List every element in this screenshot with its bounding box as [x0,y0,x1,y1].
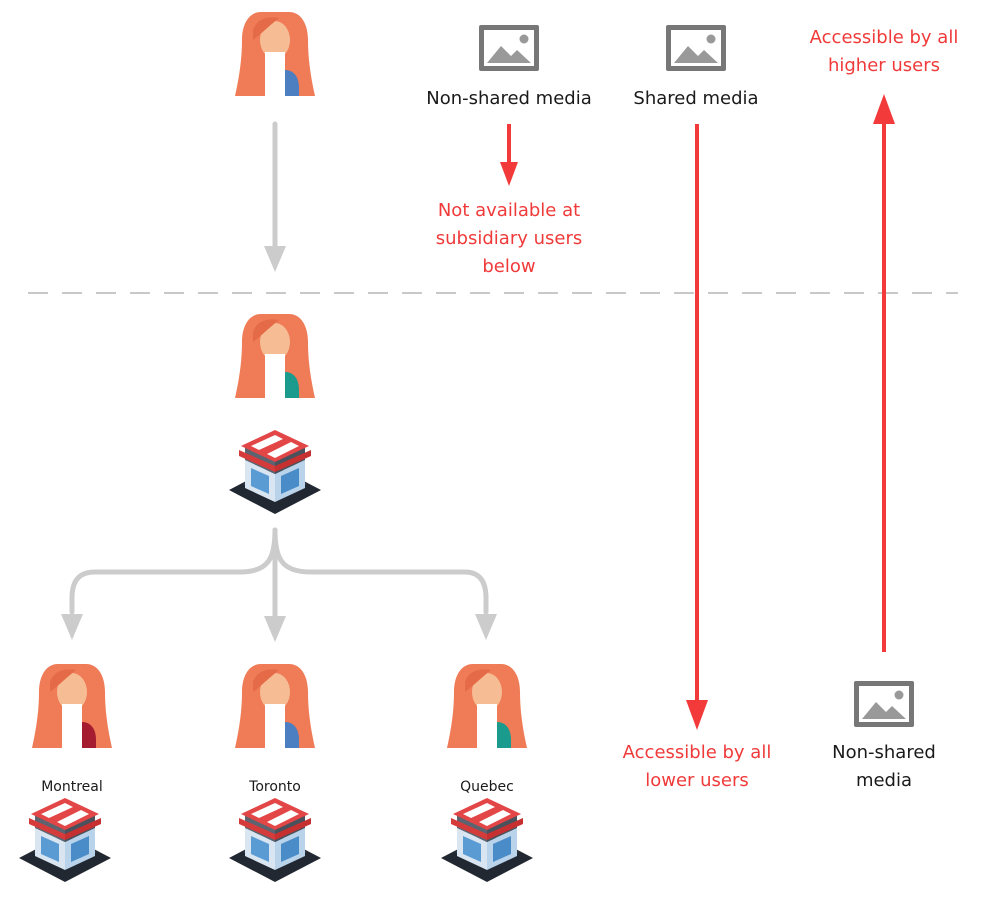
gray-arrows [69,121,489,621]
quebec-store-icon [441,798,533,882]
red-arrows [500,94,895,730]
top-user-icon [235,12,315,96]
montreal-store-icon [19,798,111,882]
toronto-store-icon [229,798,321,882]
store-label-quebec: Quebec [460,779,514,795]
gray-arrowheads [61,246,497,642]
montreal-user-icon [32,664,112,748]
quebec-user-icon [447,664,527,748]
shared-media-label: Shared media [633,88,759,109]
parent-store-icon [229,430,321,514]
store-label-toronto: Toronto [249,779,301,795]
accessible-higher-note: Accessible by all higher users [809,27,959,76]
accessible-lower-note: Accessible by all lower users [622,742,772,791]
non-shared-media-icon [479,25,539,71]
parent-user-icon [235,314,315,398]
bottom-non-shared-media-icon [854,681,914,727]
toronto-user-icon [235,664,315,748]
bottom-non-shared-media-label: Non-shared media [832,742,936,791]
not-available-note: Not available at subsidiary users below [435,200,583,277]
shared-media-icon [666,25,726,71]
store-label-montreal: Montreal [41,779,103,795]
non-shared-media-label: Non-shared media [426,88,592,109]
